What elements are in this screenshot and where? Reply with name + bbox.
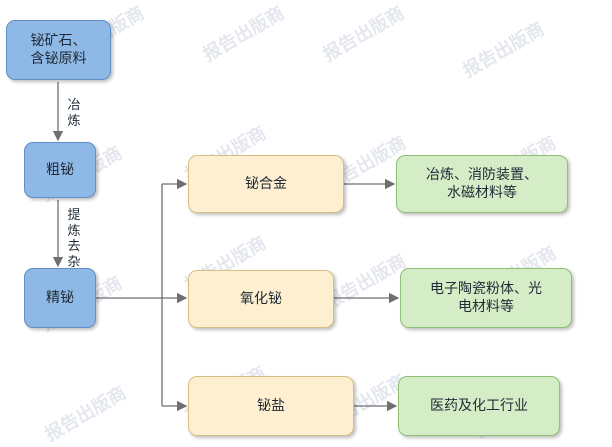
node-oxide-applications: 电子陶瓷粉体、光 电材料等	[400, 268, 572, 328]
node-bismuth-alloy: 铋合金	[188, 155, 344, 213]
node-refined-bismuth: 精铋	[24, 268, 96, 328]
node-alloy-applications: 冶炼、消防装置、 水磁材料等	[396, 155, 568, 213]
node-bismuth-salt: 铋盐	[188, 376, 354, 436]
node-salt-applications: 医药及化工行业	[398, 376, 560, 436]
edge-label-smelting: 冶 炼	[67, 98, 81, 129]
node-crude-bismuth: 粗铋	[24, 142, 96, 198]
node-raw-material: 铋矿石、 含铋原料	[6, 20, 111, 80]
node-bismuth-oxide: 氧化铋	[188, 270, 334, 328]
edge-label-refining: 提 炼 去 杂	[67, 208, 81, 270]
